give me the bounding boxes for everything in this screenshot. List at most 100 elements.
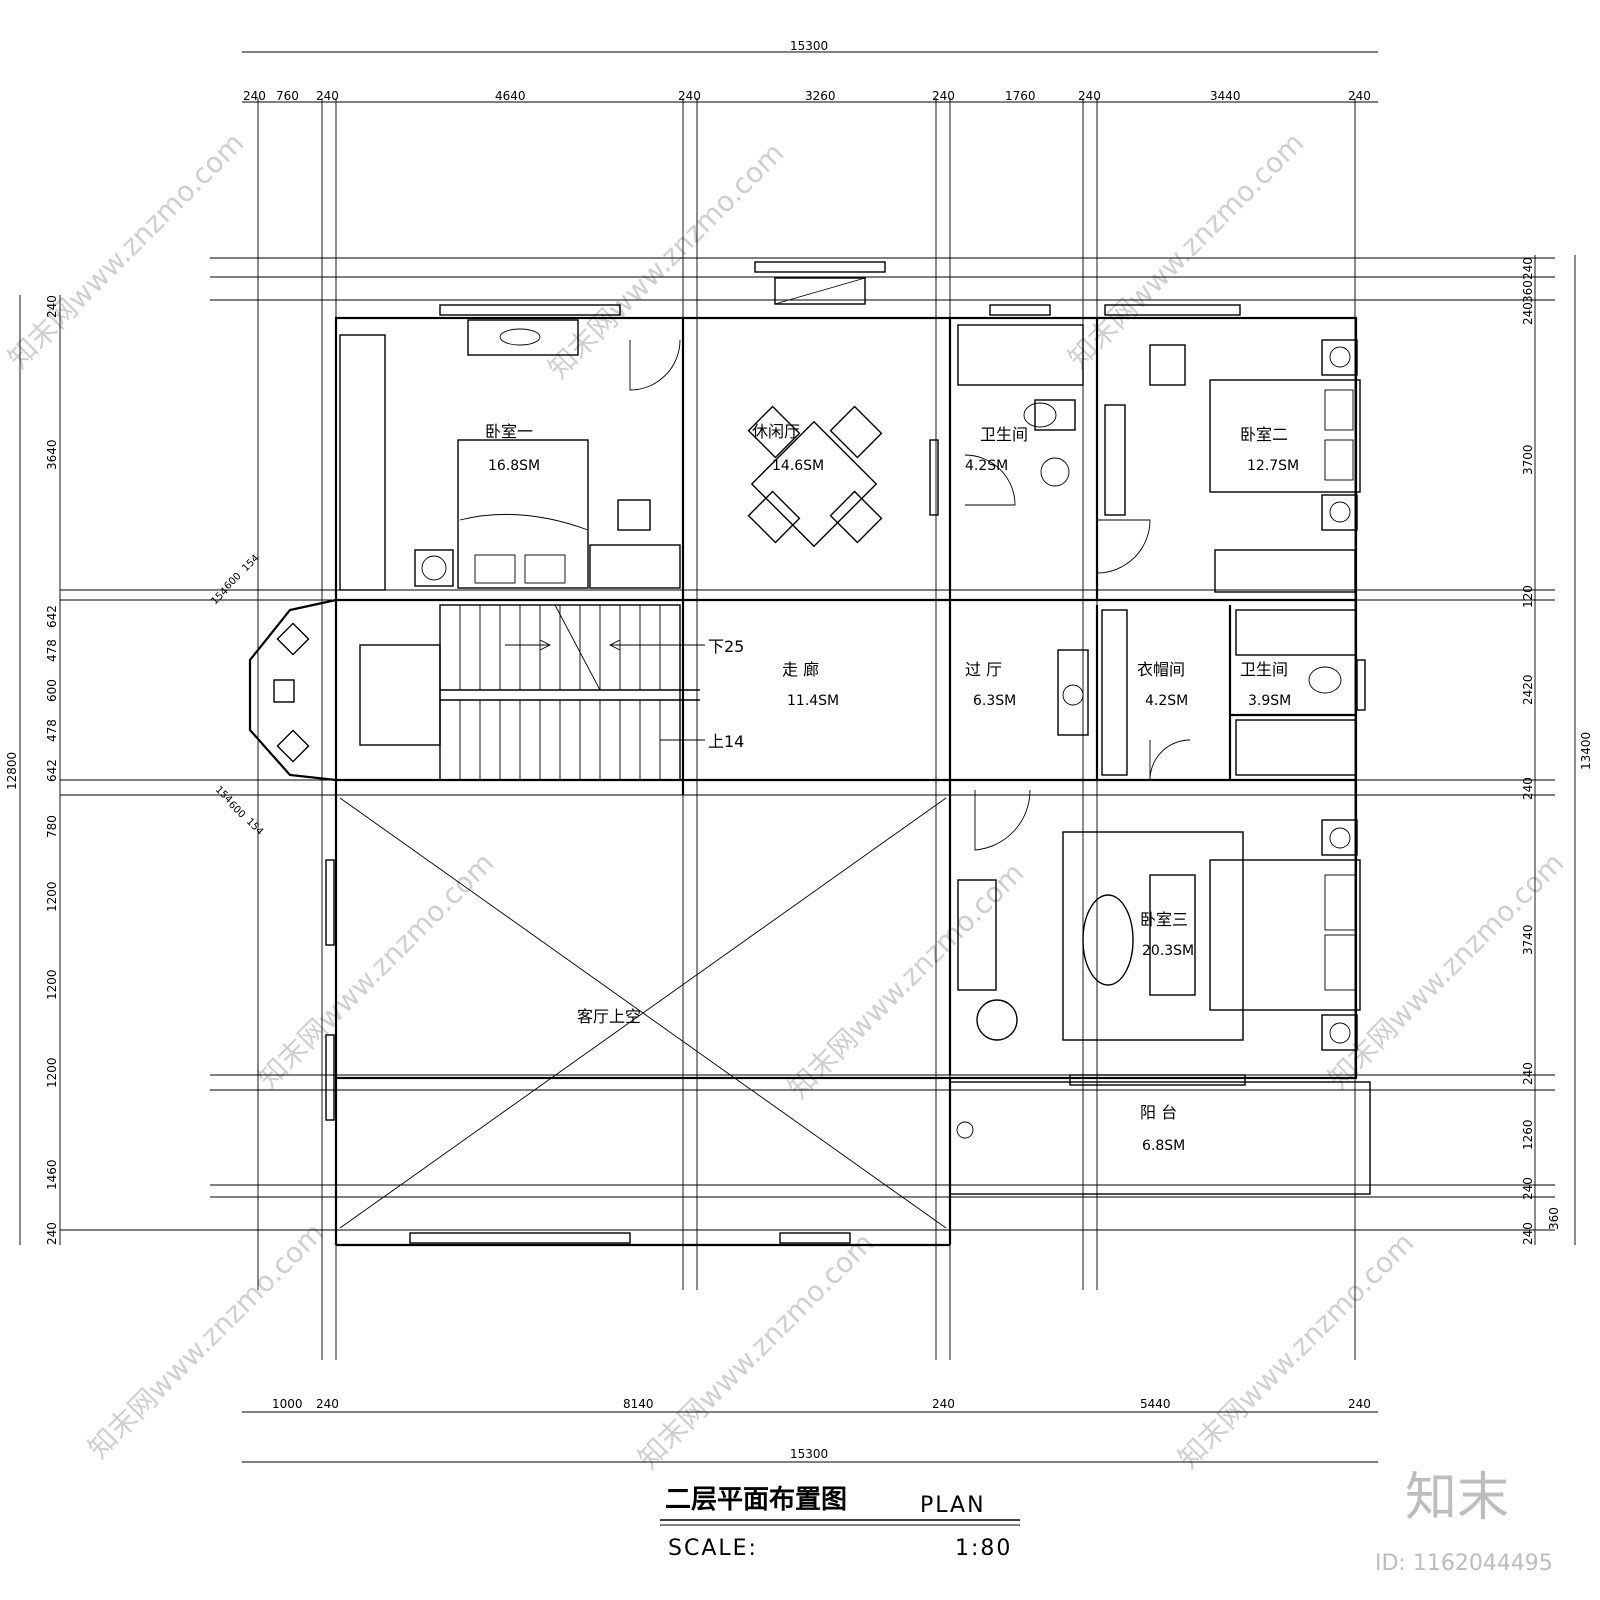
right-overall-dim: 13400 <box>1579 732 1593 770</box>
left-dim: 1200 <box>45 881 59 912</box>
left-dim: 642 <box>45 605 59 628</box>
right-dim: 3740 <box>1521 924 1535 955</box>
bottom-overall-dim: 15300 <box>790 1447 828 1461</box>
left-dim: 1460 <box>45 1159 59 1190</box>
room-area: 14.6SM <box>772 458 824 474</box>
brand: 知末 ID: 1162044495 <box>1375 1468 1553 1576</box>
top-dim: 240 <box>1348 89 1371 103</box>
plan-label: PLAN <box>920 1493 986 1518</box>
top-dim: 3440 <box>1210 89 1241 103</box>
right-dim: 240 <box>1521 1062 1535 1085</box>
right-dim: 120 <box>1521 585 1535 608</box>
bottom-dimensions: 1000 240 8140 240 5440 240 15300 <box>272 1397 1371 1461</box>
scale-label: SCALE: <box>668 1536 758 1561</box>
room-name: 卧室一 <box>485 422 533 441</box>
watermark: 知末网www.znzmo.com <box>632 1226 881 1475</box>
bottom-dim: 240 <box>932 1397 955 1411</box>
right-dim: 360 <box>1547 1207 1561 1230</box>
left-dim: 240 <box>45 1222 59 1245</box>
room-name: 卫生间 <box>980 425 1028 444</box>
right-dim: 1260 <box>1521 1119 1535 1150</box>
doors <box>629 339 1191 851</box>
dimension-lines <box>19 51 1576 1463</box>
stair-labels: 下25 上14 <box>708 637 744 751</box>
left-dim: 240 <box>45 295 59 318</box>
right-dim: 240 <box>1521 257 1535 280</box>
void-cross <box>339 797 947 1229</box>
top-dim: 4640 <box>495 89 526 103</box>
room-area: 3.9SM <box>1248 693 1291 709</box>
left-dim: 642 <box>45 759 59 782</box>
right-dim: 240 <box>1521 1222 1535 1245</box>
room-area: 6.8SM <box>1142 1138 1185 1154</box>
room-name: 衣帽间 <box>1137 660 1185 679</box>
room-area: 11.4SM <box>787 693 839 709</box>
scale-value: 1:80 <box>955 1536 1012 1561</box>
left-dim: 780 <box>45 815 59 838</box>
right-dim: 240 <box>1521 302 1535 325</box>
watermark: 知末网www.znzmo.com <box>82 1216 331 1465</box>
left-dim: 600 <box>45 679 59 702</box>
watermark: 知末网www.znzmo.com <box>542 136 791 385</box>
left-dim: 1200 <box>45 1057 59 1088</box>
room-area: 6.3SM <box>973 693 1016 709</box>
watermark: 知末网www.znzmo.com <box>1172 1226 1421 1475</box>
room-labels: 卧室一 16.8SM 休闲厅 14.6SM 卫生间 4.2SM 卧室二 12.7… <box>485 422 1299 1154</box>
room-name: 卧室三 <box>1140 910 1188 929</box>
watermark: 知末网www.znzmo.com <box>1062 126 1311 375</box>
bottom-dim: 240 <box>316 1397 339 1411</box>
left-overall-dim: 12800 <box>5 752 19 790</box>
windows <box>325 261 1366 1244</box>
top-dim: 240 <box>243 89 266 103</box>
left-dim: 3640 <box>45 439 59 470</box>
room-name: 卧室二 <box>1240 425 1288 444</box>
room-name: 客厅上空 <box>577 1007 641 1026</box>
room-area: 4.2SM <box>965 458 1008 474</box>
top-dim: 760 <box>276 89 299 103</box>
watermark-layer: 知末网www.znzmo.com 知末网www.znzmo.com 知末网www… <box>2 126 1571 1475</box>
top-dim: 1760 <box>1005 89 1036 103</box>
watermark: 知末网www.znzmo.com <box>782 856 1031 1105</box>
top-overall-dim: 15300 <box>790 39 828 53</box>
left-dimensions: 12800 240 3640 642 478 600 478 642 780 1… <box>5 295 59 1245</box>
left-dim: 478 <box>45 639 59 662</box>
stair <box>359 604 705 781</box>
bay-dim: 154 <box>244 816 265 837</box>
bottom-dim: 1000 <box>272 1397 303 1411</box>
stair-treads <box>459 605 661 780</box>
right-dim: 2420 <box>1521 674 1535 705</box>
room-name: 休闲厅 <box>752 422 800 441</box>
left-dim: 478 <box>45 719 59 742</box>
right-dim: 240 <box>1521 1177 1535 1200</box>
bottom-dim: 5440 <box>1140 1397 1171 1411</box>
axis-grid <box>60 98 1555 1360</box>
right-dim: 240 <box>1521 777 1535 800</box>
right-dim: 3700 <box>1521 444 1535 475</box>
top-dim: 240 <box>316 89 339 103</box>
room-name: 阳 台 <box>1140 1103 1177 1122</box>
left-dim: 1200 <box>45 969 59 1000</box>
room-name: 走 廊 <box>782 660 819 679</box>
room-name: 卫生间 <box>1240 660 1288 679</box>
top-dim: 240 <box>678 89 701 103</box>
top-dimensions: 15300 240 760 240 4640 240 3260 240 1760… <box>243 39 1371 103</box>
top-dim: 240 <box>1078 89 1101 103</box>
right-dimensions: 13400 240 360 240 3700 120 2420 240 3740… <box>1521 257 1593 1245</box>
watermark: 知末网www.znzmo.com <box>2 126 251 375</box>
bottom-dim: 240 <box>1348 1397 1371 1411</box>
stair-down-label: 下25 <box>708 637 744 656</box>
furniture <box>273 319 1361 1139</box>
drawing-title: 二层平面布置图 <box>665 1485 847 1515</box>
bottom-dim: 8140 <box>623 1397 654 1411</box>
watermark: 知末网www.znzmo.com <box>252 846 501 1095</box>
room-area: 20.3SM <box>1142 943 1194 959</box>
watermark: 知末网www.znzmo.com <box>1322 846 1571 1095</box>
walls <box>248 316 1371 1247</box>
brand-logo: 知末 <box>1405 1468 1509 1528</box>
image-id: ID: 1162044495 <box>1375 1551 1553 1576</box>
right-dim: 360 <box>1521 280 1535 303</box>
room-area: 16.8SM <box>488 458 540 474</box>
title-block: 二层平面布置图 PLAN SCALE: 1:80 <box>660 1485 1020 1561</box>
top-dim: 3260 <box>805 89 836 103</box>
